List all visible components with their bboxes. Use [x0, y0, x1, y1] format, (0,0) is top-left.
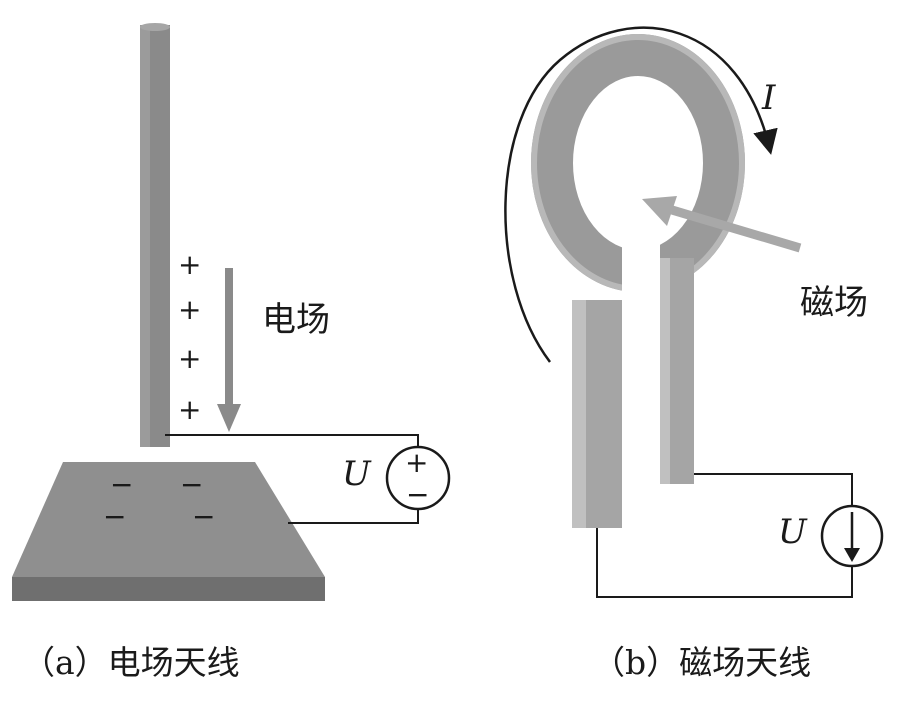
ground-plate-front	[12, 577, 325, 601]
charge-minus-1: −	[110, 468, 134, 501]
caption-b: （b）磁场天线	[592, 643, 812, 682]
charge-plus-2: +	[178, 293, 202, 326]
source-minus-sign: −	[406, 478, 430, 511]
voltage-label-b: U	[778, 512, 807, 552]
loop-ring	[531, 34, 745, 292]
ground-plate-top	[12, 462, 325, 577]
electric-antenna	[12, 23, 451, 601]
source-plus-sign: +	[405, 446, 429, 479]
wire-top	[165, 434, 419, 447]
caption-a: （a）电场天线	[22, 643, 240, 682]
charge-minus-3: −	[103, 500, 127, 533]
charge-plus-3: +	[178, 342, 202, 375]
wire-b-bottom	[596, 528, 853, 598]
charge-minus-4: −	[192, 500, 216, 533]
wire-bottom	[288, 508, 419, 524]
charge-plus-1: +	[178, 248, 202, 281]
charge-minus-2: −	[180, 468, 204, 501]
magnetic-field-arrow	[670, 205, 802, 253]
charge-plus-4: +	[178, 393, 202, 426]
current-direction-curve	[504, 26, 778, 363]
voltage-label-a: U	[342, 454, 371, 494]
electric-field-label: 电场	[262, 300, 330, 340]
magnetic-field-label: 磁场	[800, 283, 868, 323]
wire-b-top	[694, 473, 853, 506]
voltage-source-a	[385, 445, 451, 511]
current-source-arrow	[844, 548, 860, 562]
current-source-b	[820, 504, 884, 568]
current-label: I	[762, 78, 776, 118]
magnetic-antenna	[504, 26, 884, 598]
